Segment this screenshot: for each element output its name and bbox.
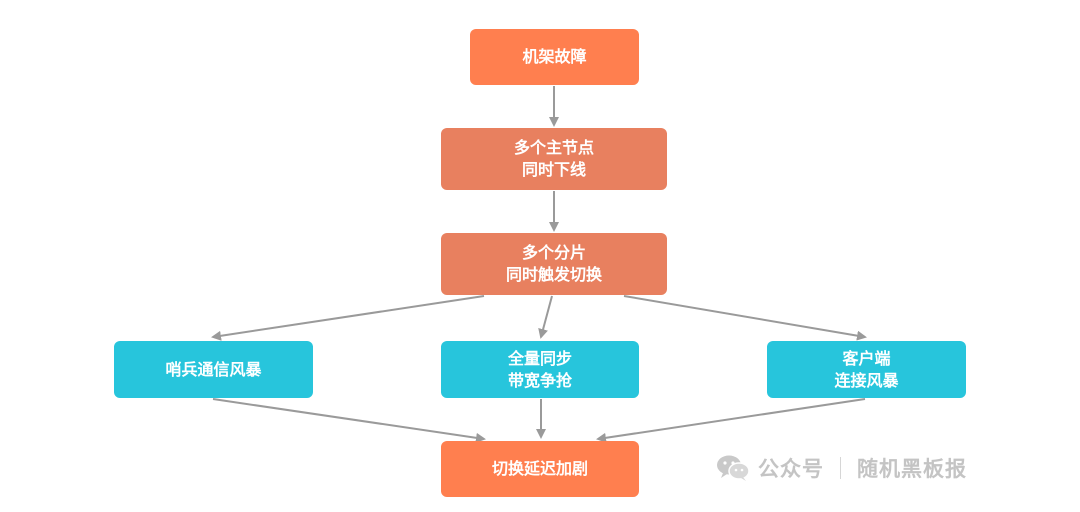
node-masters-offline-line-2: 同时下线 — [521, 160, 586, 179]
node-client-connection-storm-line-2: 连接风暴 — [834, 370, 899, 390]
node-shards-failover: 多个分片 同时触发切换 — [441, 233, 667, 295]
arrow-client-to-delay — [596, 398, 866, 443]
node-sentinel-storm: 哨兵通信风暴 — [114, 341, 313, 398]
node-sentinel-storm-line-1: 哨兵通信风暴 — [165, 359, 262, 379]
node-rack-failure-line-1: 机架故障 — [522, 47, 587, 66]
watermark-account-name: 随机黑板报 — [857, 457, 967, 481]
watermark-account-type: 公众号 — [758, 457, 824, 481]
node-masters-offline: 多个主节点 同时下线 — [441, 128, 667, 190]
node-shards-failover-line-2: 同时触发切换 — [505, 265, 602, 284]
node-client-connection-storm-line-1: 客户端 — [842, 348, 891, 368]
node-rack-failure: 机架故障 — [470, 29, 639, 85]
wechat-icon — [717, 455, 750, 481]
node-shards-failover-line-1: 多个分片 — [521, 243, 586, 262]
node-failover-delay-line-1: 切换延迟加剧 — [491, 459, 588, 478]
watermark-divider — [840, 457, 841, 479]
arrow-sentinel-to-delay — [212, 398, 486, 443]
arrow-shards-to-bandwidth — [538, 295, 553, 339]
watermark: 公众号 随机黑板报 — [716, 446, 967, 490]
node-bandwidth-contention-line-1: 全量同步 — [507, 348, 572, 368]
arrow-shards-to-sentinel — [211, 295, 485, 341]
node-failover-delay: 切换延迟加剧 — [441, 441, 639, 497]
node-bandwidth-contention-line-2: 带宽争抢 — [507, 370, 572, 390]
node-client-connection-storm: 客户端 连接风暴 — [767, 341, 966, 398]
node-masters-offline-line-1: 多个主节点 — [513, 138, 594, 157]
node-bandwidth-contention: 全量同步 带宽争抢 — [441, 341, 639, 398]
arrow-shards-to-client — [623, 295, 867, 341]
